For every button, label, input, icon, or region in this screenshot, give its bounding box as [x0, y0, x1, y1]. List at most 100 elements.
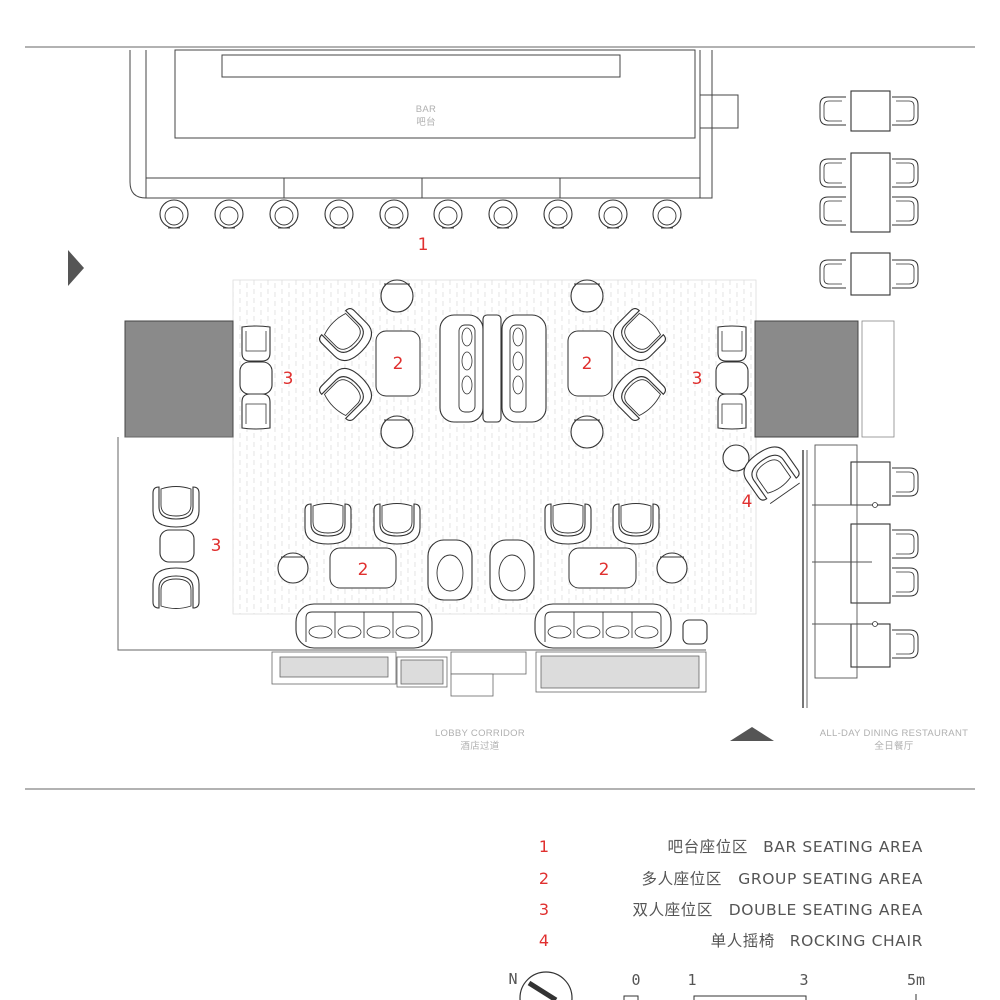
chair-double-right: [717, 325, 747, 362]
side-table-double-left: [239, 361, 273, 395]
area-number-double-3: 3: [211, 536, 222, 556]
side-table-double-right: [715, 361, 749, 395]
armchair-group-c: [373, 503, 421, 545]
bar-stool: [379, 199, 409, 229]
lobby-corridor-label-cn: 酒店过道: [460, 740, 499, 752]
area-number-double-2: 3: [692, 369, 703, 389]
chair-double-left: [241, 325, 271, 362]
bar-stool: [214, 199, 244, 229]
lounge-chair: [489, 539, 535, 601]
group-table-bottom-left: [329, 547, 397, 589]
restaurant-label-cn: 全日餐厅: [874, 740, 913, 752]
legend-number-3: 3: [539, 900, 549, 919]
north-label: N: [508, 970, 517, 988]
legend-cn-3: 双人座位区: [632, 901, 713, 919]
legend-en-2: GROUP SEATING AREA: [738, 870, 923, 888]
restaurant-table: [819, 252, 919, 296]
armchair-group-d: [612, 503, 660, 545]
booth-post: [872, 621, 878, 627]
bar-label-cn: 吧台: [416, 116, 436, 128]
legend-cn-4: 单人摇椅: [711, 932, 775, 950]
legend-number-4: 4: [539, 931, 549, 950]
stool-group-b: [570, 279, 604, 313]
bar-label-en: BAR: [416, 104, 436, 115]
restaurant-entrance-arrow-icon: [730, 727, 774, 741]
legend-en-1: BAR SEATING AREA: [763, 838, 923, 856]
legend: 1 吧台座位区 BAR SEATING AREA 2 多人座位区 GROUP S…: [539, 837, 923, 950]
bar-stool: [652, 199, 682, 229]
armchair-double-lower: [152, 486, 200, 528]
restaurant-table: [850, 623, 919, 668]
area-number-group-2: 2: [582, 354, 593, 374]
armchair-group-c: [304, 503, 352, 545]
bar-stool: [598, 199, 628, 229]
side-table-double-lower: [159, 529, 195, 563]
sofa-center-right: [501, 314, 547, 423]
group-table-top-left: [375, 330, 421, 397]
left-wall-panel: [124, 320, 234, 438]
chair-double-right: [717, 393, 747, 430]
scale-bar: 0 1 3 5m: [623, 971, 925, 1000]
bar-stool: [324, 199, 354, 229]
legend-number-2: 2: [539, 869, 549, 888]
compass-icon: [519, 971, 573, 1000]
side-table-bottom: [682, 619, 708, 645]
rocking-chair: [722, 444, 800, 504]
area-number-double-1: 3: [283, 369, 294, 389]
stool-group-a: [380, 415, 414, 449]
stool-group-b: [570, 415, 604, 449]
bar-stool: [543, 199, 573, 229]
bar-stool: [159, 199, 189, 229]
right-wall-panel: [754, 320, 859, 438]
chair-double-left: [241, 393, 271, 430]
area-number-bar: 1: [418, 235, 429, 255]
left-lower-zone: [117, 437, 706, 651]
bar-stool: [269, 199, 299, 229]
legend-cn-1: 吧台座位区: [667, 838, 748, 856]
stool-group-d: [656, 552, 688, 584]
sofa-bottom-left: [295, 603, 433, 649]
stool-group-a: [380, 279, 414, 313]
bar-stool: [488, 199, 518, 229]
north-arrow: N: [508, 970, 573, 1000]
bar-stool: [433, 199, 463, 229]
booth-post: [872, 502, 878, 508]
furniture-layer: [152, 90, 919, 668]
group-table-bottom-right: [568, 547, 637, 589]
area-number-group-1: 2: [393, 354, 404, 374]
armchair-group-d: [544, 503, 592, 545]
bar-stools: [159, 199, 682, 229]
center-divider: [482, 314, 502, 423]
restaurant-table: [819, 152, 919, 233]
group-table-top-right: [567, 330, 613, 397]
legend-en-3: DOUBLE SEATING AREA: [729, 901, 923, 919]
lobby-corridor-label-en: LOBBY CORRIDOR: [435, 728, 525, 739]
legend-en-4: ROCKING CHAIR: [790, 932, 923, 950]
bar-counter: [129, 49, 739, 199]
restaurant-table: [850, 523, 919, 604]
scale-tick-1: 1: [687, 971, 696, 989]
restaurant-table: [850, 461, 919, 506]
scale-tick-0: 0: [631, 971, 640, 989]
legend-number-1: 1: [539, 837, 549, 856]
scale-tick-3: 3: [799, 971, 808, 989]
armchair-group-b: [612, 307, 667, 362]
scale-tick-5m: 5m: [907, 971, 925, 989]
restaurant-booth: [802, 444, 872, 708]
sofa-center-left: [439, 314, 484, 423]
restaurant-label-en: ALL-DAY DINING RESTAURANT: [820, 728, 968, 739]
armchair-group-a: [318, 367, 373, 422]
lower-consoles: [271, 651, 707, 697]
restaurant-table: [819, 90, 919, 132]
entrance-arrow-icon: [68, 250, 84, 286]
sofa-bottom-right: [534, 603, 672, 649]
armchair-double-lower: [152, 567, 200, 609]
area-number-group-3: 2: [358, 560, 369, 580]
area-number-rocking: 4: [742, 492, 753, 512]
area-number-group-4: 2: [599, 560, 610, 580]
lounge-chair: [427, 539, 473, 601]
stool-group-c: [277, 552, 309, 584]
legend-cn-2: 多人座位区: [641, 870, 722, 888]
right-side-cabinet: [861, 320, 895, 438]
